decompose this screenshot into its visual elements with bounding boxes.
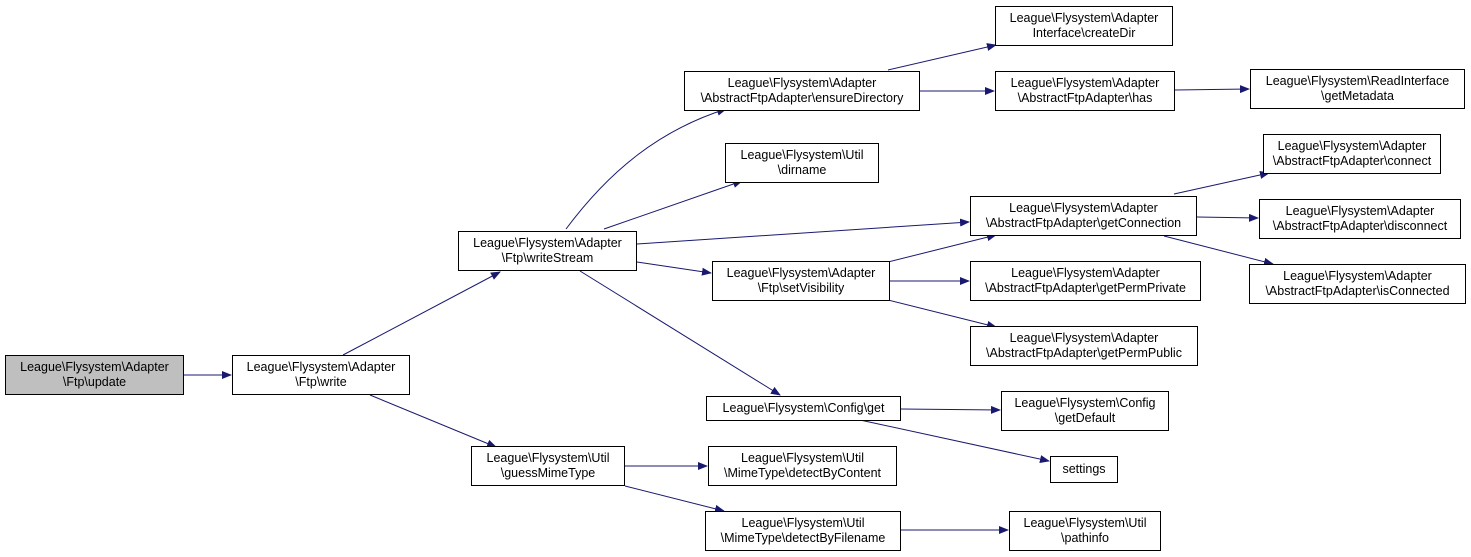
- node-ftp-write-line1: League\Flysystem\Adapter: [246, 360, 396, 374]
- node-getconnection-line2: \AbstractFtpAdapter\getConnection: [985, 216, 1182, 230]
- node-has-line2: \AbstractFtpAdapter\has: [1017, 91, 1153, 105]
- node-detectbycontent-line1: League\Flysystem\Util: [741, 451, 864, 465]
- edge-writeStream-configGet: [579, 270, 781, 396]
- node-createdir-line1: League\Flysystem\Adapter: [1009, 11, 1159, 25]
- node-getmetadata-line2: \getMetadata: [1321, 89, 1394, 103]
- edge-write-guessMimeType: [369, 394, 497, 448]
- node-config-getdefault[interactable]: League\Flysystem\Config \getDefault: [1001, 391, 1169, 431]
- node-abstractftpadapter-disconnect[interactable]: League\Flysystem\Adapter \AbstractFtpAda…: [1259, 199, 1461, 239]
- node-readinterface-getmetadata[interactable]: League\Flysystem\ReadInterface \getMetad…: [1250, 69, 1465, 109]
- node-detectbyfilename-line2: \MimeType\detectByFilename: [720, 531, 886, 545]
- node-abstractftpadapter-has[interactable]: League\Flysystem\Adapter \AbstractFtpAda…: [995, 71, 1175, 111]
- node-abstractftpadapter-getpermpublic[interactable]: League\Flysystem\Adapter \AbstractFtpAda…: [970, 326, 1198, 366]
- node-getdefault-line2: \getDefault: [1054, 411, 1116, 425]
- edge-getConnection-isConnected: [1163, 235, 1274, 266]
- edge-configGet-getDefault: [900, 405, 1001, 414]
- edge-write-writeStream: [342, 271, 501, 356]
- node-ftp-write[interactable]: League\Flysystem\Adapter \Ftp\write: [232, 355, 410, 395]
- node-disconnect-line1: League\Flysystem\Adapter: [1285, 204, 1435, 218]
- node-pathinfo-line2: \pathinfo: [1061, 531, 1109, 545]
- node-detectbycontent-line2: \MimeType\detectByContent: [723, 466, 882, 480]
- node-ftp-update-line2: \Ftp\update: [62, 375, 127, 389]
- node-util-pathinfo[interactable]: League\Flysystem\Util \pathinfo: [1009, 511, 1161, 551]
- node-has-line1: League\Flysystem\Adapter: [1010, 76, 1160, 90]
- node-util-guessmimetype-line2: \guessMimeType: [500, 466, 596, 480]
- edge-setVisibility-getPermPublic: [887, 299, 997, 329]
- edge-has-getMetadata: [1174, 85, 1250, 94]
- node-connect-line2: \AbstractFtpAdapter\connect: [1272, 154, 1432, 168]
- node-ftp-writestream-line2: \Ftp\writeStream: [501, 251, 594, 265]
- node-abstractftpadapter-connect[interactable]: League\Flysystem\Adapter \AbstractFtpAda…: [1263, 134, 1441, 174]
- node-ftp-setvisibility[interactable]: League\Flysystem\Adapter \Ftp\setVisibil…: [712, 261, 890, 301]
- edge-writeStream-ensureDirectory: [565, 107, 727, 230]
- node-pathinfo-line1: League\Flysystem\Util: [1023, 516, 1147, 530]
- node-adapterinterface-createdir[interactable]: League\Flysystem\Adapter Interface\creat…: [995, 6, 1173, 46]
- node-abstractftpadapter-getpermprivate[interactable]: League\Flysystem\Adapter \AbstractFtpAda…: [970, 261, 1201, 301]
- edge-configGet-settings: [859, 419, 1050, 464]
- node-getpermpublic-line1: League\Flysystem\Adapter: [1009, 331, 1159, 345]
- node-util-guessmimetype[interactable]: League\Flysystem\Util \guessMimeType: [471, 446, 625, 486]
- node-getconnection-line1: League\Flysystem\Adapter: [1009, 201, 1158, 215]
- node-abstractftpadapter-isconnected[interactable]: League\Flysystem\Adapter \AbstractFtpAda…: [1249, 264, 1466, 304]
- node-ftp-writestream-line1: League\Flysystem\Adapter: [473, 236, 622, 250]
- node-abstractftpadapter-ensuredirectory[interactable]: League\Flysystem\Adapter \AbstractFtpAda…: [684, 71, 920, 111]
- node-util-guessmimetype-line1: League\Flysystem\Util: [486, 451, 610, 465]
- node-util-dirname-line2: \dirname: [777, 163, 827, 177]
- node-config-get[interactable]: League\Flysystem\Config\get: [706, 396, 901, 421]
- node-detectbyfilename-line1: League\Flysystem\Util: [741, 516, 865, 530]
- edge-ensureDirectory-createDir: [887, 43, 997, 71]
- edge-getConnection-disconnect: [1196, 213, 1259, 222]
- node-ensuredirectory-line2: \AbstractFtpAdapter\ensureDirectory: [700, 91, 904, 105]
- node-getpermpublic-line2: \AbstractFtpAdapter\getPermPublic: [986, 346, 1182, 360]
- node-mimetype-detectbycontent[interactable]: League\Flysystem\Util \MimeType\detectBy…: [708, 446, 897, 486]
- node-createdir-line2: Interface\createDir: [1032, 26, 1136, 40]
- edge-guessMimeType-detectByFilename: [624, 485, 725, 513]
- node-isconnected-line1: League\Flysystem\Adapter: [1283, 269, 1432, 283]
- node-isconnected-line2: \AbstractFtpAdapter\isConnected: [1265, 284, 1450, 298]
- edge-writeStream-getConnection: [636, 218, 970, 245]
- node-util-dirname[interactable]: League\Flysystem\Util \dirname: [725, 143, 879, 183]
- node-abstractftpadapter-getconnection[interactable]: League\Flysystem\Adapter \AbstractFtpAda…: [970, 196, 1197, 236]
- node-ftp-writestream[interactable]: League\Flysystem\Adapter \Ftp\writeStrea…: [458, 231, 637, 271]
- node-util-dirname-line1: League\Flysystem\Util: [740, 148, 864, 162]
- node-ftp-setvisibility-line2: \Ftp\setVisibility: [757, 281, 845, 295]
- edge-writeStream-setVisibility: [636, 261, 712, 276]
- node-getpermprivate-line1: League\Flysystem\Adapter: [1011, 266, 1160, 280]
- node-ftp-update[interactable]: League\Flysystem\Adapter \Ftp\update: [5, 355, 184, 395]
- node-mimetype-detectbyfilename[interactable]: League\Flysystem\Util \MimeType\detectBy…: [705, 511, 901, 551]
- node-ensuredirectory-line1: League\Flysystem\Adapter: [727, 76, 877, 90]
- node-disconnect-line2: \AbstractFtpAdapter\disconnect: [1272, 219, 1448, 233]
- node-settings[interactable]: settings: [1050, 456, 1118, 483]
- node-settings-line1: settings: [1062, 462, 1106, 476]
- edge-writeStream-dirname: [603, 180, 743, 230]
- edge-setVisibility-getConnection: [887, 233, 997, 263]
- node-ftp-write-line2: \Ftp\write: [295, 375, 347, 389]
- node-ftp-setvisibility-line1: League\Flysystem\Adapter: [726, 266, 876, 280]
- node-connect-line1: League\Flysystem\Adapter: [1277, 139, 1427, 153]
- node-getdefault-line1: League\Flysystem\Config: [1014, 396, 1156, 410]
- node-config-get-line1: League\Flysystem\Config\get: [722, 401, 885, 415]
- node-getpermprivate-line2: \AbstractFtpAdapter\getPermPrivate: [985, 281, 1186, 295]
- edge-getConnection-connect: [1173, 171, 1270, 195]
- node-getmetadata-line1: League\Flysystem\ReadInterface: [1265, 74, 1450, 88]
- node-ftp-update-line1: League\Flysystem\Adapter: [20, 360, 169, 374]
